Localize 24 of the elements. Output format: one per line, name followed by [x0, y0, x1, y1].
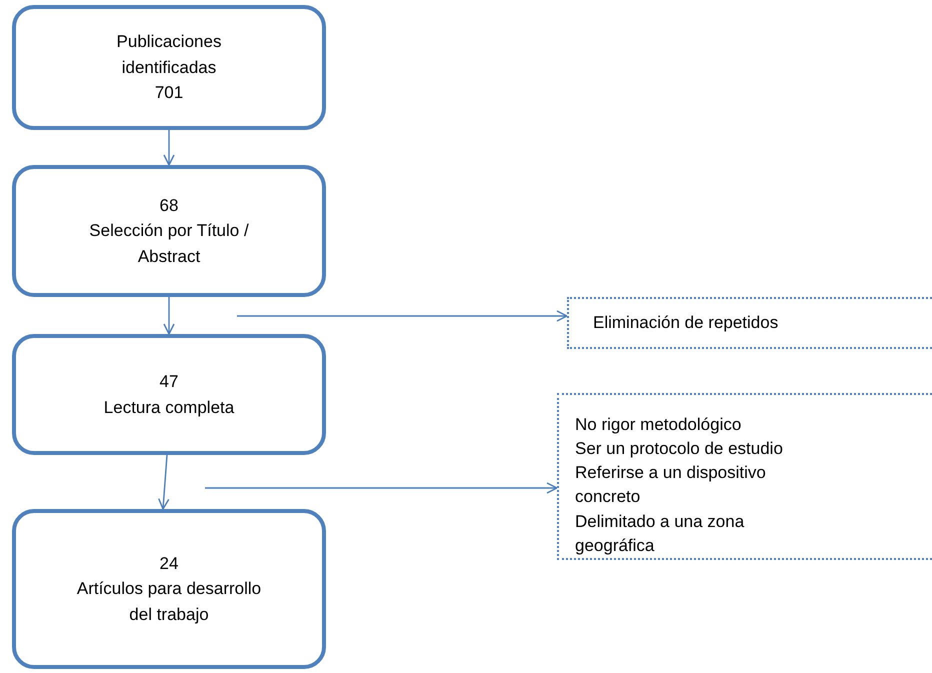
exclusion-box: [567, 297, 932, 349]
box-text: 68: [160, 194, 178, 217]
box-text: 701: [154, 82, 184, 104]
box-text: 24: [160, 552, 178, 575]
arrow: [163, 297, 175, 335]
box-text: 47: [160, 371, 178, 393]
process-box: [12, 165, 326, 297]
process-box: [12, 334, 326, 455]
process-box: [12, 509, 326, 669]
arrow: [158, 454, 170, 510]
arrow: [205, 482, 558, 494]
criterion-text: Delimitado a una zona geográfica: [575, 510, 746, 557]
process-box: [12, 5, 326, 130]
criterion-text: Referirse a un dispositivo concreto: [575, 462, 767, 508]
box-text: Artículos para desarrollo del trabajo: [76, 578, 262, 626]
criterion-text: Ser un protocolo de estudio: [575, 438, 784, 460]
box-text: Lectura completa: [104, 396, 234, 418]
arrow: [163, 130, 175, 166]
criterion-text: Eliminación de repetidos: [593, 312, 780, 334]
criterion-text: No rigor metodológico: [575, 414, 742, 436]
box-text: Selección por Título / Abstract: [88, 220, 250, 268]
arrow: [237, 310, 568, 322]
box-text: Publicaciones identificadas: [116, 31, 222, 79]
exclusion-box: [557, 393, 932, 560]
